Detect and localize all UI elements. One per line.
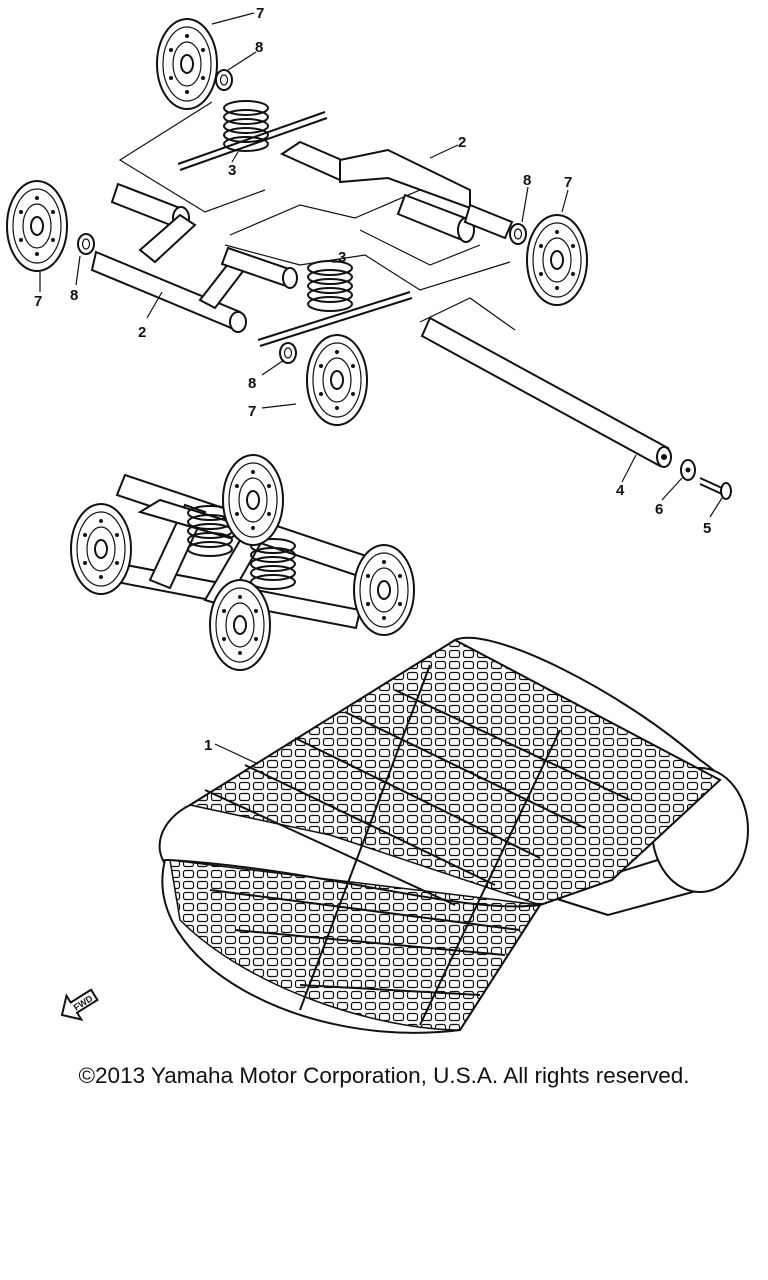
callout-3-upper: 3 (228, 162, 236, 179)
callout-5: 5 (703, 520, 711, 537)
callout-7-upper-right: 7 (564, 174, 572, 191)
track-cleat-bars (204, 664, 631, 1026)
callouts: 7 8 3 2 8 7 7 8 2 3 8 7 4 6 (34, 5, 723, 766)
callout-2-upper: 2 (458, 134, 466, 151)
exploded-parts-diagram: 7 8 3 2 8 7 7 8 2 3 8 7 4 6 (6, 5, 749, 1034)
washer (680, 459, 696, 481)
exploded-suspension-assembly: 7 8 3 2 8 7 7 8 2 3 8 7 4 6 (6, 5, 732, 766)
callout-1: 1 (204, 737, 212, 754)
idler-wheel-left (6, 180, 68, 272)
spring-rod-upper (177, 111, 326, 165)
spring-rod-lower (257, 291, 411, 341)
torsion-spring-upper (223, 100, 269, 152)
rear-axle-arm-upper-right (279, 140, 514, 243)
callout-7-upper-left: 7 (256, 5, 264, 22)
bolt (699, 477, 732, 500)
callout-4: 4 (616, 482, 625, 499)
front-axle-arm-left (90, 182, 298, 333)
bushing-lower (279, 342, 297, 364)
assembled-wheel-rear-left (222, 454, 284, 546)
bushing-left (77, 233, 95, 255)
callout-2-lower: 2 (138, 324, 146, 341)
bushing-upper-left (215, 69, 233, 91)
callout-7-lower: 7 (248, 403, 256, 420)
track-belt (158, 636, 749, 1034)
torsion-spring-lower (307, 260, 353, 312)
callout-8-upper-left: 8 (255, 39, 263, 56)
callout-7-left: 7 (34, 293, 42, 310)
assembled-wheel-front-left (70, 503, 132, 595)
idler-wheel-upper-left (156, 18, 218, 110)
idler-wheel-upper-right (526, 214, 588, 306)
idler-wheel-lower (306, 334, 368, 426)
forward-arrow-icon: FWD (60, 988, 99, 1021)
bushing-upper-right (509, 223, 527, 245)
callout-6: 6 (655, 501, 663, 518)
assembled-suspension (70, 454, 415, 671)
callout-8-left: 8 (70, 287, 78, 304)
idler-shaft (420, 316, 672, 468)
callout-3-lower: 3 (338, 249, 346, 266)
copyright-notice: ©2013 Yamaha Motor Corporation, U.S.A. A… (78, 1063, 690, 1088)
callout-8-lower: 8 (248, 375, 256, 392)
assembled-wheel-front-right (209, 579, 271, 671)
assembled-wheel-rear-right (353, 544, 415, 636)
callout-8-upper-right: 8 (523, 172, 531, 189)
